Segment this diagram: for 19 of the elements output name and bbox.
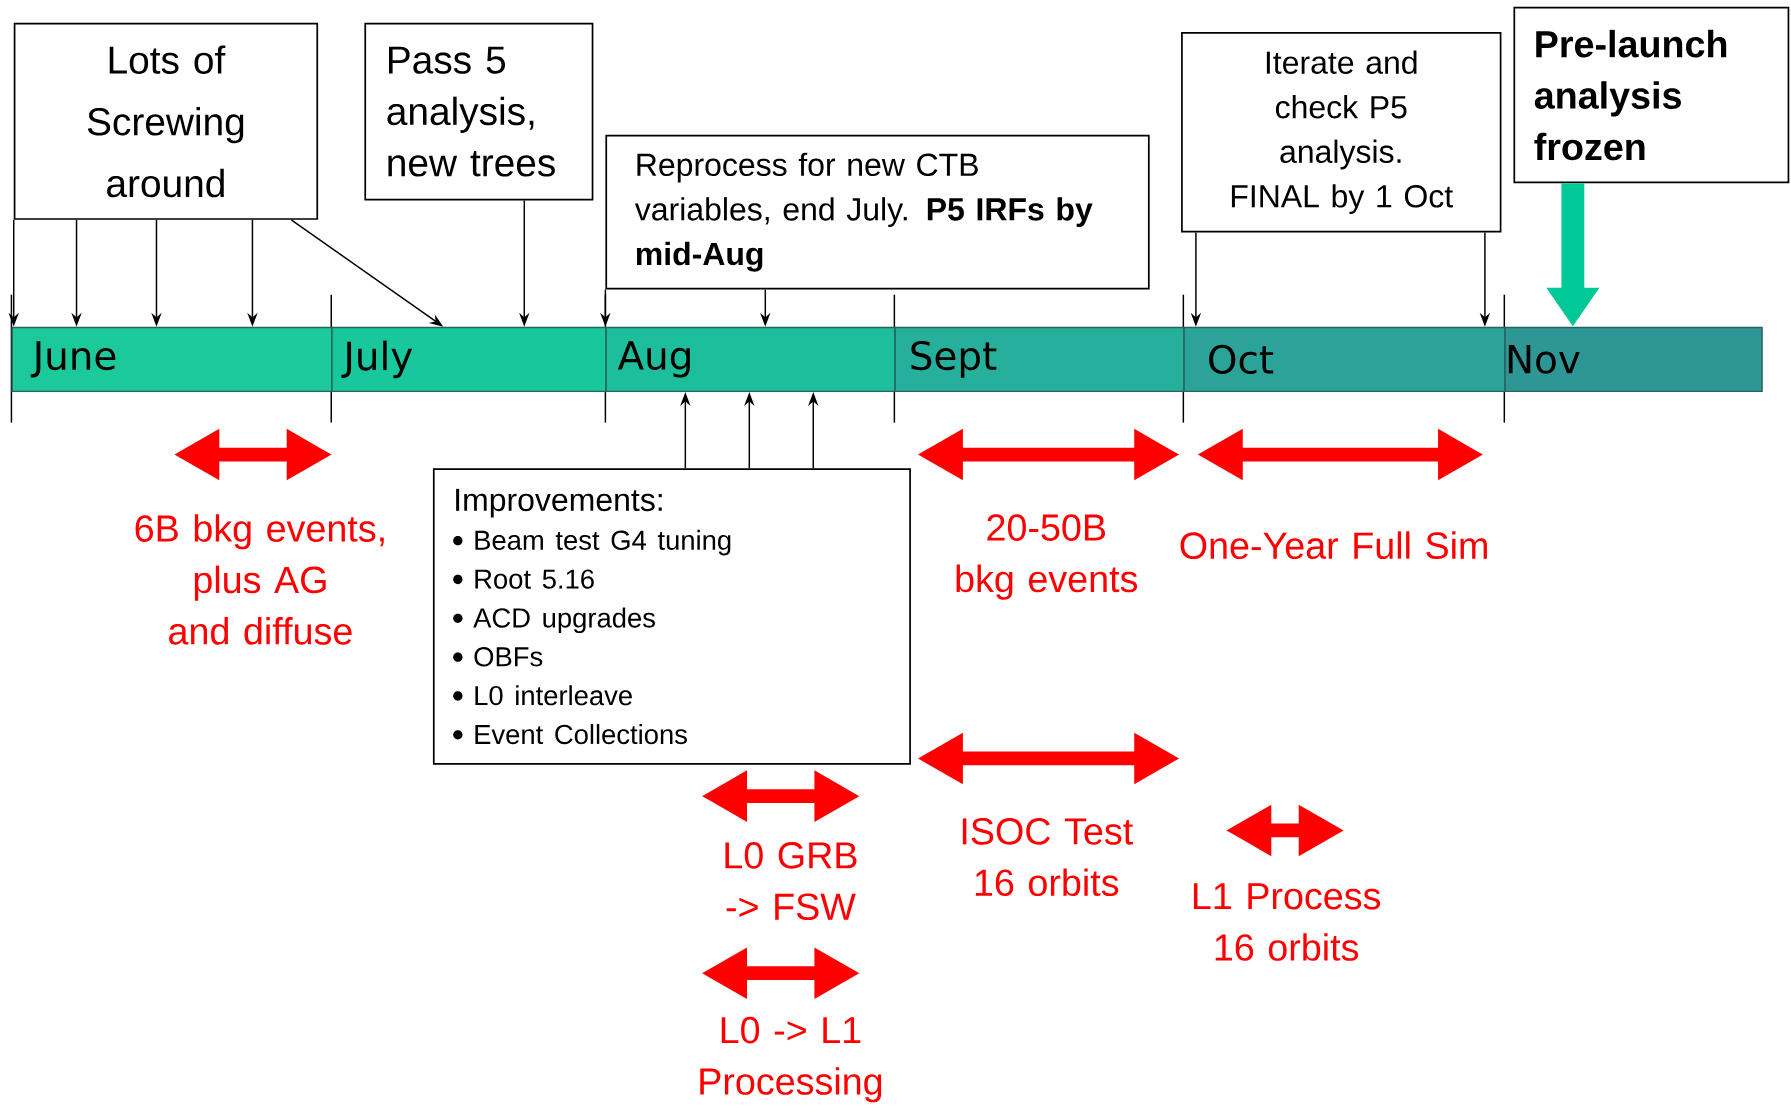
duration-label: L0 GRB -> FSW — [725, 842, 857, 921]
month-band: Nov — [1504, 326, 1763, 393]
note-box: Pre-launch analysis frozen — [1513, 6, 1790, 184]
duration-label: One-Year Full Sim — [1180, 531, 1487, 560]
duration-label: L1 Process 16 orbits — [1193, 883, 1381, 961]
month-band: Oct — [1183, 326, 1506, 393]
duration-label: L0 -> L1 Processing — [700, 1016, 882, 1103]
month-band: July — [331, 326, 607, 393]
note-box: Pass 5 analysis, new trees — [364, 22, 594, 201]
month-band: June — [11, 326, 333, 393]
month-band: Aug — [605, 326, 896, 393]
list-box: Improvements: Beam test G4 tuning Root 5.16 ACD upgrades OBFs L0 interleave Event Collections — [432, 468, 911, 765]
month-band: Sept — [894, 326, 1185, 393]
note-box: Lots of Screwing around — [13, 22, 319, 220]
duration-label: ISOC Test 16 orbits — [962, 818, 1133, 897]
note-box: Iterate and check P5 analysis. FINAL by 1 Oct — [1181, 32, 1502, 233]
note-box: Reprocess for new CTB variables, end July. P5 IRFs by mid-Aug — [605, 134, 1150, 290]
duration-label: 6B bkg events, plus AG and diffuse — [135, 514, 384, 645]
duration-label: 20-50B bkg events — [956, 514, 1138, 600]
